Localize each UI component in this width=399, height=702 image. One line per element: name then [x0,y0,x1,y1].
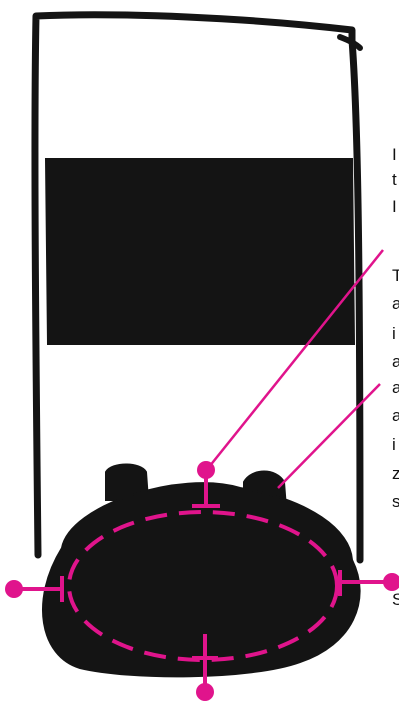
cropped-text-line: I [392,145,397,164]
cropped-text-line: s [392,492,399,511]
corner-flick [337,34,363,51]
cropped-text-line: a [392,294,399,313]
dark-band [44,158,356,345]
oval-base [42,482,361,678]
cropped-text-line: i [392,324,396,343]
cropped-text-line: z [392,464,399,483]
knob-leader-line [277,383,381,489]
cropped-text-line: I [392,197,397,216]
container-outline [31,11,364,564]
cropped-text-line: t [392,170,397,189]
right-marker-dot [383,573,399,591]
cropped-text-line: a [392,406,399,425]
cropped-text-line: T [392,266,399,285]
dashed-guide-ellipse [67,510,339,662]
bottom-marker-dot [196,683,214,701]
top-leader-line [208,249,384,468]
cropped-text-line: a [392,378,399,397]
left-marker-dot [5,580,23,598]
cropped-text-line: S [392,590,399,609]
cropped-text-line: i [392,435,396,454]
cropped-text-line: a [392,352,399,371]
